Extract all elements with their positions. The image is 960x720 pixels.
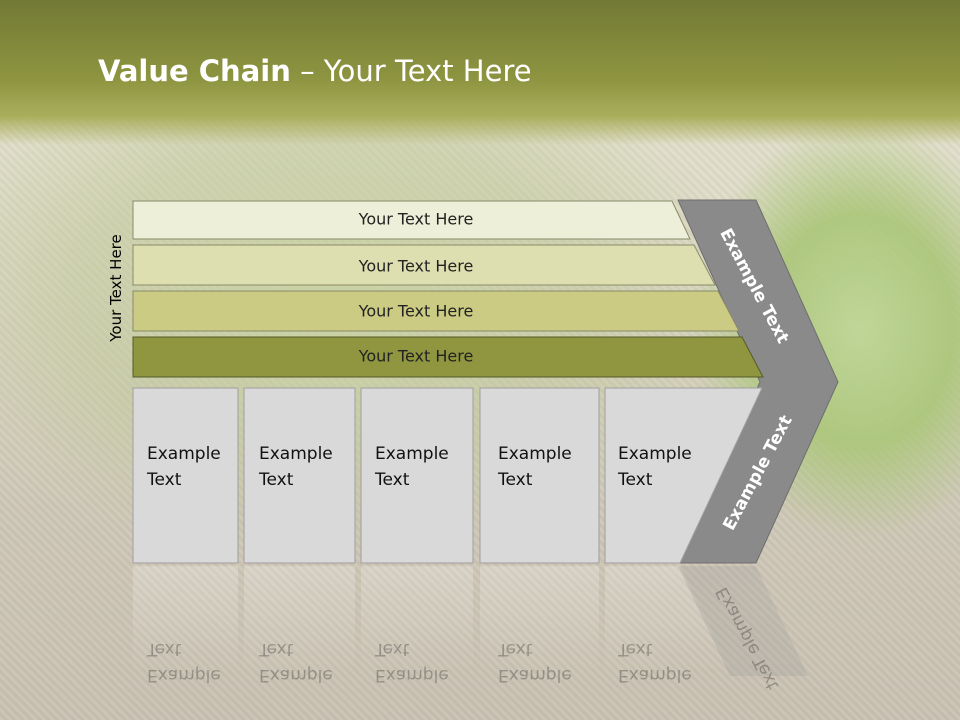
card-5-reflection-text-2: Example (618, 665, 692, 685)
card-4-line2: Text (497, 470, 533, 490)
card-2-reflection-text: Text (258, 639, 294, 659)
card-2 (243, 387, 356, 564)
value-chevron (677, 199, 839, 564)
card-3-line2: Text (374, 470, 410, 490)
card-3-reflection-text-2: Example (375, 665, 449, 685)
page-title-rest: – Your Text Here (290, 54, 532, 88)
card-2-line2: Text (258, 470, 294, 490)
card-4-line1: Example (498, 444, 572, 464)
page-title-bold: Value Chain (98, 54, 291, 88)
card-1 (132, 387, 239, 564)
card-4 (479, 387, 600, 564)
card-1-reflection-text-2: Example (147, 665, 221, 685)
card-2-reflection-text-2: Example (259, 665, 333, 685)
band-4 (132, 336, 764, 378)
card-1-line1: Example (147, 444, 221, 464)
band-3-label: Your Text Here (358, 302, 474, 321)
card-1-line2: Text (146, 470, 182, 490)
chevron-reflection (678, 566, 808, 676)
band-2 (132, 244, 716, 286)
page-title: Value Chain – Your Text Here (98, 54, 532, 88)
card-4-reflection-text-2: Example (498, 665, 572, 685)
reflection-group (133, 566, 808, 676)
card-5-line1: Example (618, 444, 692, 464)
card-5-reflection (605, 566, 735, 676)
card-2-reflection (244, 566, 355, 676)
card-3-reflection (361, 566, 473, 676)
band-4-label: Your Text Here (358, 347, 474, 366)
card-4-reflection (480, 566, 599, 676)
card-3-line1: Example (375, 444, 449, 464)
card-3-reflection-text: Text (374, 639, 410, 659)
header-band (0, 0, 960, 145)
card-3 (360, 387, 474, 564)
card-2-line1: Example (259, 444, 333, 464)
card-4-reflection-text: Text (497, 639, 533, 659)
card-5-reflection-text: Text (617, 639, 653, 659)
card-1-reflection-text: Text (146, 639, 182, 659)
band-1 (132, 200, 691, 240)
cards-group: Example Text Example Text Example Text E… (132, 387, 763, 564)
card-5-line2: Text (617, 470, 653, 490)
card-1-reflection (133, 566, 238, 676)
band-1-label: Your Text Here (358, 210, 474, 229)
band-2-label: Your Text Here (358, 257, 474, 276)
band-3 (132, 290, 740, 332)
card-5 (604, 387, 763, 564)
bands-group: Your Text Here Your Text Here Your Text … (132, 200, 764, 378)
